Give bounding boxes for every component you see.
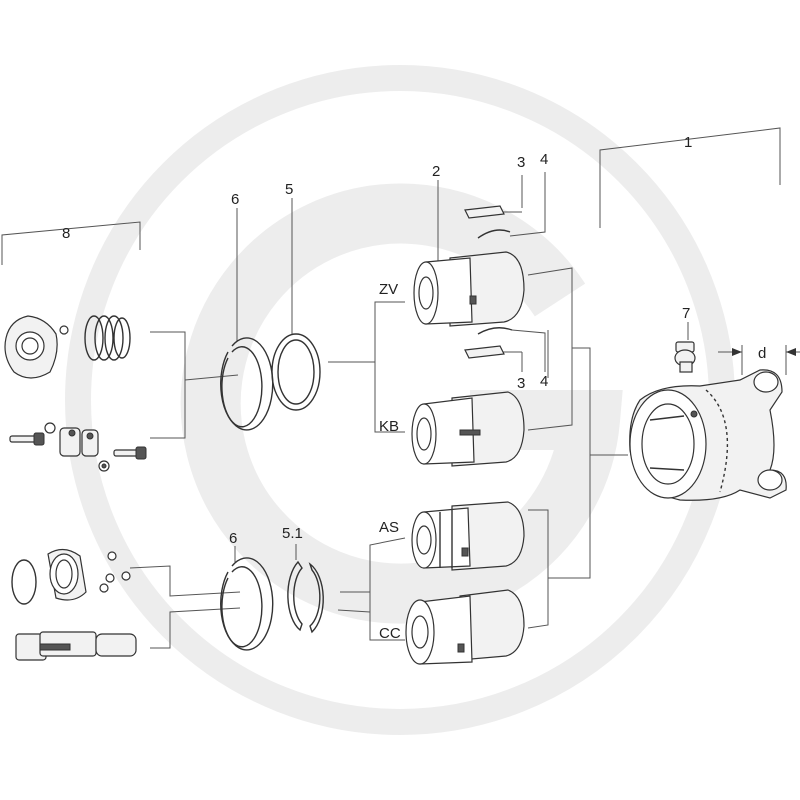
- bolt-right: [113, 446, 147, 460]
- bolt-left: [9, 432, 45, 446]
- label-4-bottom: 4: [540, 373, 548, 390]
- o-ring-left: [11, 559, 37, 605]
- flange-plate: [4, 315, 58, 379]
- sleeve-as: [411, 501, 525, 571]
- leaf-spring-top: [477, 229, 511, 239]
- leader-lines: [1, 127, 800, 649]
- split-ring-5-1: [287, 560, 324, 634]
- grease-nipple: [674, 341, 696, 373]
- label-4-top: 4: [540, 151, 548, 168]
- key-pin-bottom: [464, 345, 505, 359]
- sleeve-cc: [405, 589, 525, 665]
- threaded-collar: [47, 548, 87, 601]
- yoke-housing: [629, 369, 787, 501]
- shaft-coupling: [15, 631, 137, 661]
- label-3-top: 3: [517, 154, 525, 171]
- label-8: 8: [62, 225, 70, 242]
- label-cc: CC: [379, 625, 401, 642]
- clamp-halves: [59, 427, 99, 457]
- label-7: 7: [682, 305, 690, 322]
- snap-ring-top: [220, 337, 274, 431]
- snap-ring-bottom: [220, 557, 274, 651]
- label-as: AS: [379, 519, 399, 536]
- label-1: 1: [684, 134, 692, 151]
- part-labels: 1 2 3 4 3 4 5 6 5.1 6 7 8 ZV KB AS CC d: [62, 134, 766, 642]
- key-pin-top: [464, 205, 505, 219]
- nut-small: [44, 422, 56, 434]
- label-kb: KB: [379, 418, 399, 435]
- sleeve-kb: [411, 391, 525, 467]
- small-ball: [59, 325, 69, 335]
- sleeve-zv: [413, 251, 525, 327]
- label-6-top: 6: [231, 191, 239, 208]
- label-6-bottom: 6: [229, 530, 237, 547]
- leaf-spring-bottom: [477, 327, 513, 335]
- balls-group: [99, 551, 131, 593]
- coil-spring: [84, 315, 131, 361]
- label-5: 5: [285, 181, 293, 198]
- label-2: 2: [432, 163, 440, 180]
- label-3-bottom: 3: [517, 375, 525, 392]
- label-d: d: [758, 345, 766, 362]
- label-zv: ZV: [379, 281, 398, 298]
- nut-bottom: [98, 460, 110, 472]
- ring-5: [271, 333, 321, 411]
- label-5-1: 5.1: [282, 525, 303, 542]
